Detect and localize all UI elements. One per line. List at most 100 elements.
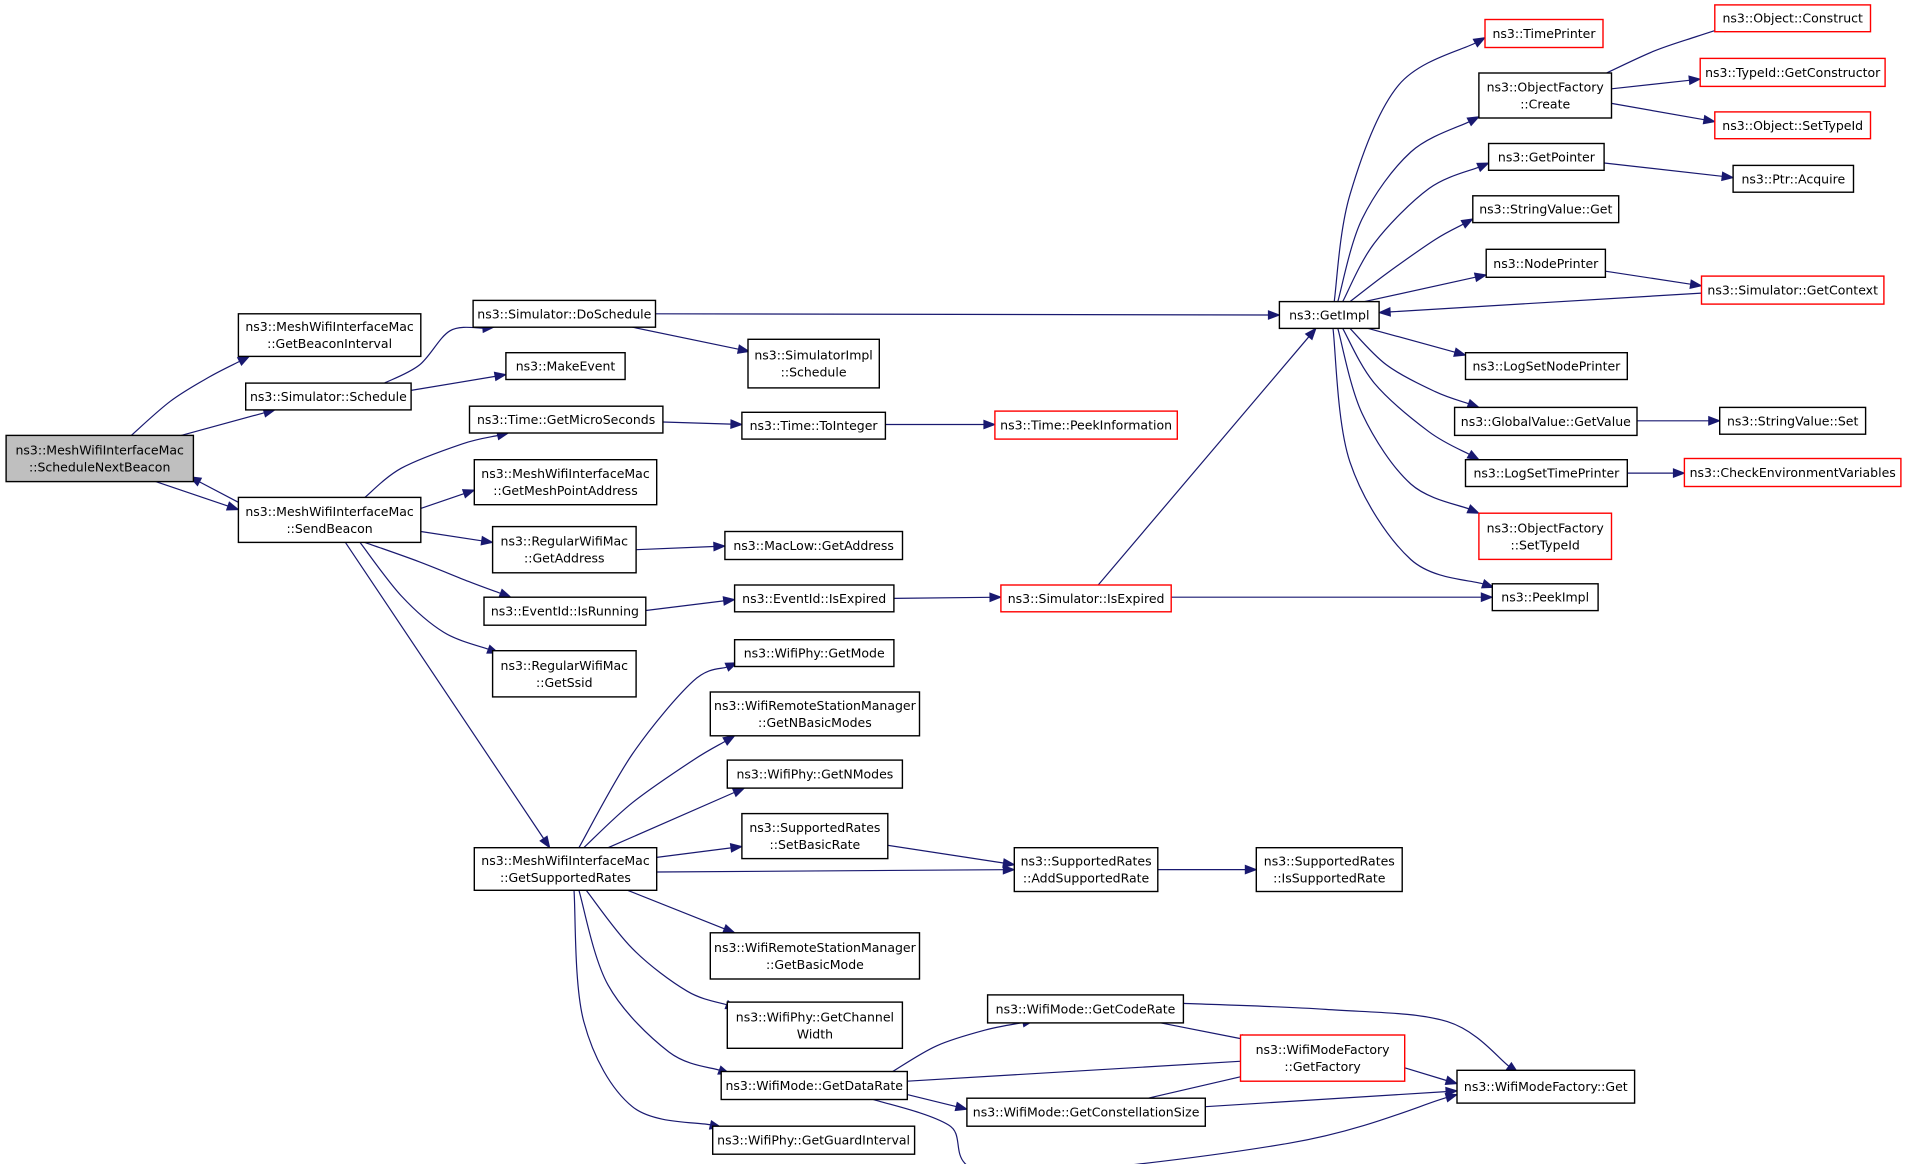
node-peekinformation[interactable]: ns3::Time::PeekInformation — [994, 410, 1179, 440]
node-box — [1478, 512, 1613, 561]
node-logsetnodeprinter[interactable]: ns3::LogSetNodePrinter — [1464, 352, 1629, 381]
node-rwm-getaddress[interactable]: ns3::RegularWifiMac::GetAddress — [491, 525, 637, 574]
edge-line — [892, 1021, 1024, 1073]
edge-getimpl-to-getpointer — [1342, 162, 1490, 302]
node-box — [741, 411, 887, 440]
edge-logsettimeprinter-to-checkenv — [1627, 468, 1686, 479]
node-wm-getconstellationsize[interactable]: ns3::WifiMode::GetConstellationSize — [966, 1097, 1207, 1127]
node-getmicroseconds[interactable]: ns3::Time::GetMicroSeconds — [468, 405, 664, 434]
node-timeprinter[interactable]: ns3::TimePrinter — [1484, 18, 1604, 49]
node-label-line: ns3::StringValue::Set — [1727, 413, 1858, 428]
node-wm-getcoderate[interactable]: ns3::WifiMode::GetCodeRate — [986, 994, 1185, 1024]
edge-line — [893, 596, 990, 599]
node-obj-construct[interactable]: ns3::Object::Construct — [1714, 4, 1872, 33]
edge-arrowhead — [713, 541, 727, 552]
edge-arrowhead — [539, 835, 551, 849]
node-phy-getguardinterval[interactable]: ns3::WifiPhy::GetGuardInterval — [712, 1125, 916, 1155]
edge-sim_getcontext-to-getimpl — [1377, 292, 1702, 317]
node-checkenv[interactable]: ns3::CheckEnvironmentVariables — [1683, 457, 1902, 488]
node-label-line: ns3::MeshWifiInterfaceMac — [245, 319, 414, 334]
node-gv-getvalue[interactable]: ns3::GlobalValue::GetValue — [1453, 406, 1638, 437]
edge-line — [632, 326, 739, 350]
node-isrunning[interactable]: ns3::EventId::IsRunning — [483, 596, 647, 626]
node-box — [1478, 72, 1613, 119]
edge-wm_getdatarate-to-wmf_getfactory — [907, 1056, 1255, 1082]
node-sim-getcontext[interactable]: ns3::Simulator::GetContext — [1700, 275, 1885, 305]
node-wmf-get[interactable]: ns3::WifiModeFactory::Get — [1456, 1069, 1636, 1104]
edge-wm_getdatarate-to-wm_getconstellationsize — [907, 1094, 969, 1112]
edge-line — [1183, 1002, 1510, 1067]
node-sr-addsupportedrate[interactable]: ns3::SupportedRates::AddSupportedRate — [1013, 847, 1159, 893]
node-tid-getconstructor[interactable]: ns3::TypeId::GetConstructor — [1699, 57, 1886, 88]
node-sv-get[interactable]: ns3::StringValue::Get — [1472, 195, 1620, 224]
node-wrsm-getbasicmode[interactable]: ns3::WifiRemoteStationManager::GetBasicM… — [709, 932, 921, 980]
node-logsettimeprinter[interactable]: ns3::LogSetTimePrinter — [1464, 459, 1629, 488]
node-doschedule[interactable]: ns3::Simulator::DoSchedule — [472, 299, 657, 328]
node-maclow-getaddress[interactable]: ns3::MacLow::GetAddress — [724, 530, 904, 561]
node-sv-set[interactable]: ns3::StringValue::Set — [1718, 406, 1867, 435]
edge-wm_getconstellationsize-to-wmf_get — [1205, 1086, 1459, 1108]
node-box — [1491, 583, 1599, 612]
node-getimpl[interactable]: ns3::GetImpl — [1278, 300, 1380, 330]
node-label-line: ns3::MacLow::GetAddress — [733, 538, 894, 553]
node-getmeshpointaddress[interactable]: ns3::MeshWifiInterfaceMac::GetMeshPointA… — [473, 459, 658, 506]
node-label-line: ns3::WifiMode::GetCodeRate — [996, 1001, 1176, 1016]
edge-sendbeacon-to-getmeshpointaddress — [420, 489, 476, 509]
node-label-line: ::Create — [1520, 97, 1570, 112]
node-sr-setbasicrate[interactable]: ns3::SupportedRates::SetBasicRate — [741, 812, 889, 860]
node-getbeaconinterval[interactable]: ns3::MeshWifiInterfaceMac::GetBeaconInte… — [237, 313, 422, 358]
edge-of_create-to-obj_settypeid — [1611, 102, 1717, 125]
edge-arrowhead — [731, 787, 746, 798]
node-tointeger[interactable]: ns3::Time::ToInteger — [741, 411, 887, 440]
node-of-settypeid[interactable]: ns3::ObjectFactory::SetTypeId — [1478, 512, 1613, 561]
node-ptr-acquire[interactable]: ns3::Ptr::Acquire — [1732, 164, 1855, 193]
node-label-line: ns3::LogSetNodePrinter — [1472, 359, 1621, 374]
edge-arrowhead — [236, 355, 251, 366]
edge-line — [1342, 166, 1479, 302]
node-wm-getdatarate[interactable]: ns3::WifiMode::GetDataRate — [720, 1070, 909, 1101]
edge-line — [130, 360, 240, 436]
node-phy-getnmodes[interactable]: ns3::WifiPhy::GetNModes — [726, 759, 904, 789]
node-box — [724, 530, 904, 561]
edge-arrowhead — [1466, 449, 1481, 461]
node-box — [747, 338, 881, 389]
node-peekimpl[interactable]: ns3::PeekImpl — [1491, 583, 1599, 612]
node-simimplschedule[interactable]: ns3::SimulatorImpl::Schedule — [747, 338, 881, 389]
node-isexpired-eid[interactable]: ns3::EventId::IsExpired — [733, 584, 895, 613]
node-sr-issupportedrate[interactable]: ns3::SupportedRates::IsSupportedRate — [1255, 847, 1403, 893]
node-sim-isexpired[interactable]: ns3::Simulator::IsExpired — [1000, 584, 1172, 613]
node-label-line: ns3::GetPointer — [1498, 149, 1596, 164]
nodes-layer: ns3::MeshWifiInterfaceMac::ScheduleNextB… — [5, 4, 1902, 1155]
node-getsupportedrates[interactable]: ns3::MeshWifiInterfaceMac::GetSupportedR… — [473, 847, 658, 892]
node-of-create[interactable]: ns3::ObjectFactory::Create — [1478, 72, 1613, 119]
edge-arrowhead — [1476, 162, 1490, 173]
edge-doschedule-to-simimplschedule — [632, 326, 751, 354]
node-box — [1714, 111, 1872, 140]
node-getpointer[interactable]: ns3::GetPointer — [1487, 142, 1605, 171]
node-nodeprinter[interactable]: ns3::NodePrinter — [1485, 248, 1607, 279]
node-wrsm-getnbasicmodes[interactable]: ns3::WifiRemoteStationManager::GetNBasic… — [709, 691, 921, 737]
node-label-line: ns3::StringValue::Get — [1479, 202, 1612, 217]
edge-arrowhead — [1689, 279, 1703, 289]
edge-line — [364, 434, 498, 498]
edge-line — [1404, 1067, 1447, 1082]
edge-of_create-to-tid_getconstructor — [1611, 75, 1702, 90]
node-getssid[interactable]: ns3::RegularWifiMac::GetSsid — [491, 650, 637, 698]
node-makeevent[interactable]: ns3::MakeEvent — [505, 352, 626, 381]
edge-arrowhead — [1688, 75, 1702, 86]
edge-arrowhead — [1480, 592, 1494, 603]
node-schedule[interactable]: ns3::Simulator::Schedule — [244, 382, 412, 411]
node-wmf-getfactory[interactable]: ns3::WifiModeFactory::GetFactory — [1239, 1034, 1406, 1082]
node-obj-settypeid[interactable]: ns3::Object::SetTypeId — [1714, 111, 1872, 140]
node-label-line: ns3::MeshWifiInterfaceMac — [481, 853, 650, 868]
edge-getmicroseconds-to-tointeger — [662, 419, 744, 430]
node-label-line: ns3::GetImpl — [1289, 308, 1369, 323]
node-phy-getmode[interactable]: ns3::WifiPhy::GetMode — [733, 639, 895, 668]
node-box — [720, 1070, 909, 1101]
node-box — [472, 299, 657, 328]
edge-line — [1611, 79, 1690, 90]
node-label-line: ns3::Time::ToInteger — [750, 418, 879, 433]
edge-line — [1606, 27, 1724, 74]
node-sendbeacon[interactable]: ns3::MeshWifiInterfaceMac::SendBeacon — [237, 496, 422, 544]
